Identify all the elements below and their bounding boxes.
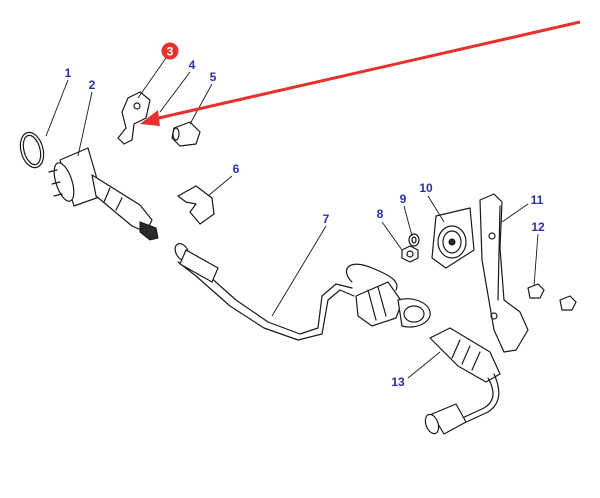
part-6-clip	[177, 185, 215, 225]
part-9-washer	[408, 233, 420, 247]
part-2-switch-body	[48, 147, 159, 241]
part-11-mounting-plate	[479, 193, 529, 353]
highlight-pointer-arrow	[140, 20, 581, 126]
part-10-socket-housing	[431, 207, 475, 269]
callout-5: 5	[210, 70, 217, 84]
leader-lines	[45, 57, 539, 379]
callout-10: 10	[419, 181, 433, 195]
callout-4: 4	[189, 58, 196, 72]
part-4-bracket	[117, 91, 151, 145]
callout-7: 7	[323, 212, 330, 226]
part-13-plug-cable	[424, 327, 501, 435]
callout-12: 12	[531, 220, 545, 234]
part-12-bolts	[527, 283, 577, 311]
callout-2: 2	[89, 78, 96, 92]
part-8-nut	[401, 245, 419, 263]
callout-8: 8	[377, 207, 384, 221]
part-7-cable-harness	[174, 243, 431, 341]
callout-13: 13	[391, 375, 405, 389]
callout-9: 9	[400, 192, 407, 206]
highlight-badge-3: 3	[161, 42, 179, 60]
part-5-bolt	[171, 121, 201, 147]
part-1-o-ring	[19, 131, 45, 169]
callout-labels: 1 2 4 5 6 7 8 9 10 11 12 13	[65, 58, 545, 389]
callout-6: 6	[233, 162, 240, 176]
callout-1: 1	[65, 66, 72, 80]
callout-3: 3	[167, 45, 174, 59]
callout-11: 11	[531, 193, 544, 207]
